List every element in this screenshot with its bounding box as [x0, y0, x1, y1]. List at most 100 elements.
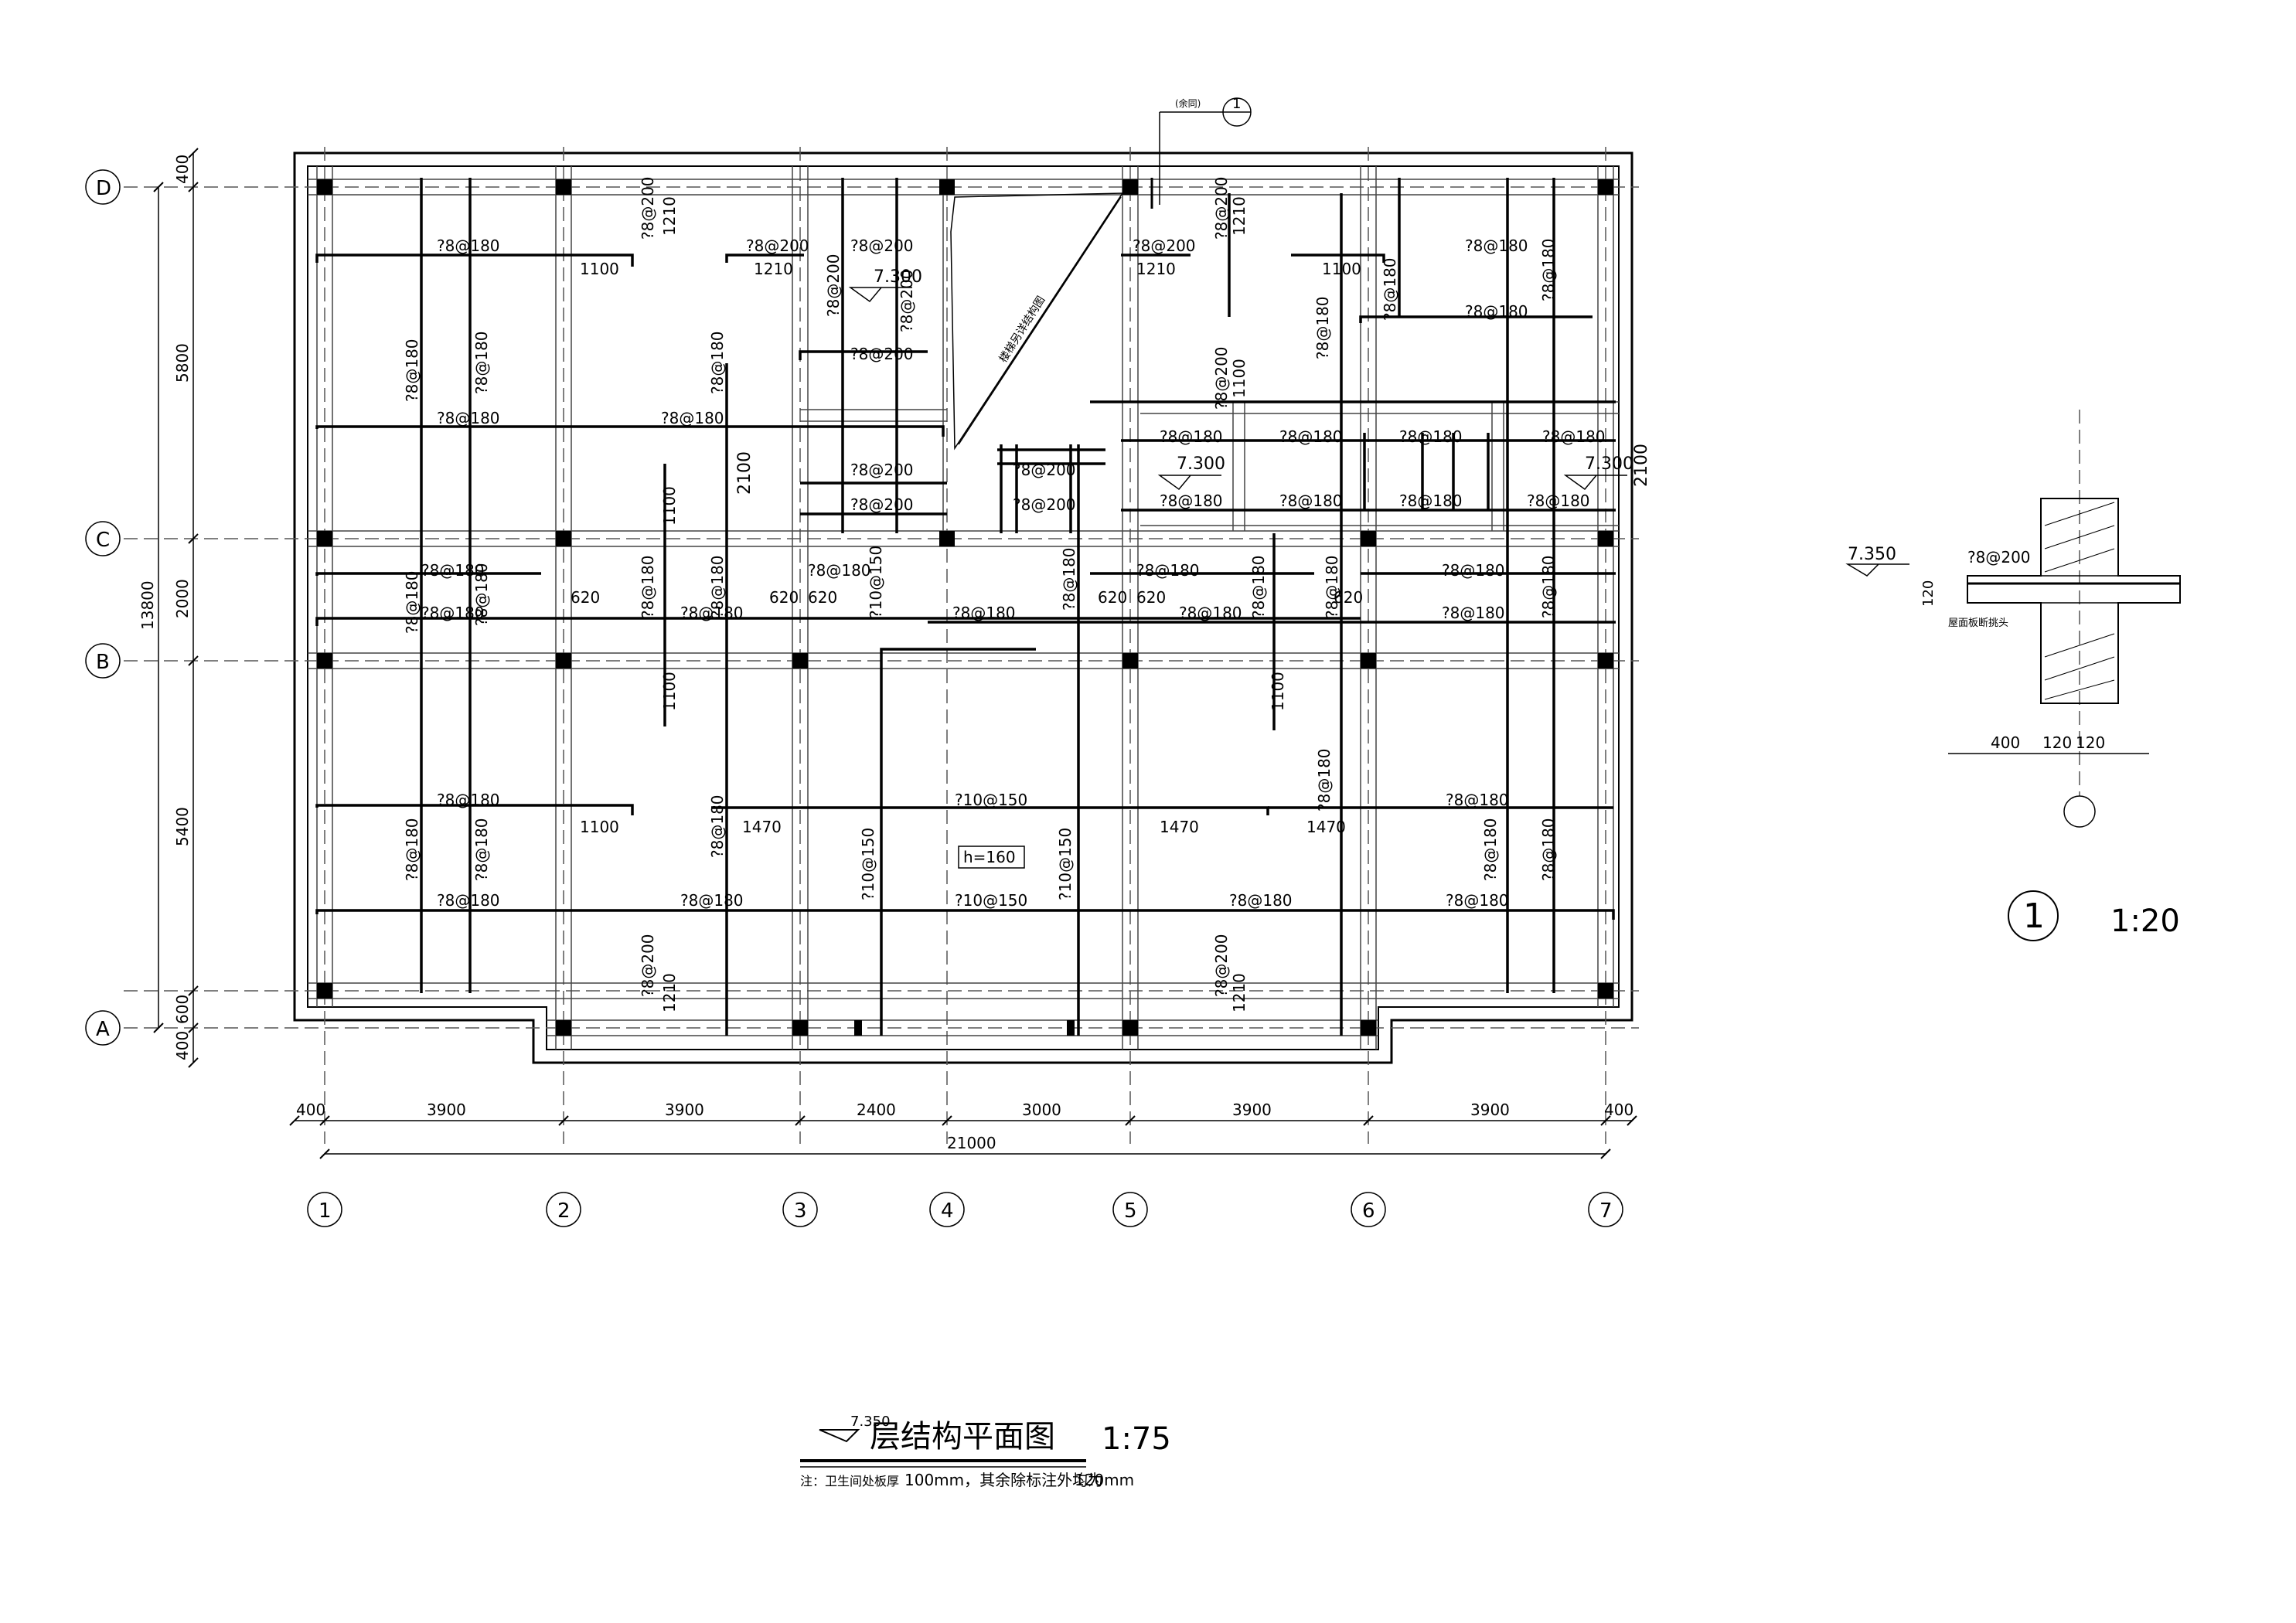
length-label: 1100	[580, 260, 619, 278]
detail-dim: 120	[2042, 733, 2072, 752]
dim-label: 3900	[1470, 1101, 1510, 1119]
rebar-label: ?8@180	[1399, 427, 1463, 446]
rebar-label: ?8@180	[1315, 748, 1334, 812]
length-label: 1210	[754, 260, 793, 278]
svg-text:6: 6	[1362, 1199, 1375, 1223]
length-label: 1470	[1306, 818, 1346, 836]
rebar-label: ?8@200	[1013, 495, 1076, 514]
section-callout: 1 (余同)	[1150, 96, 1252, 209]
rebar-label: ?8@180	[1527, 492, 1590, 510]
length-label: 1210	[1230, 973, 1248, 1012]
rebar-label: ?8@180	[1279, 492, 1343, 510]
dim-label: 3900	[427, 1101, 466, 1119]
rebar-label: ?8@180	[472, 563, 491, 626]
dim-label: 5800	[173, 343, 192, 383]
detail-dim: 400	[1991, 733, 2020, 752]
rebar-label: ?8@180	[1179, 604, 1242, 622]
elevation-marker: 7.300	[1563, 454, 1633, 491]
rebar-label: ?8@180	[403, 818, 421, 881]
svg-text:7: 7	[1599, 1199, 1613, 1223]
rebar-label: ?8@180	[639, 555, 657, 618]
svg-text:B: B	[96, 651, 110, 674]
rebar-labels: ?8@180 ?8@180 ?8@180 ?8@200 ?8@200 ?8@20…	[403, 176, 1606, 997]
detail-elevation: 7.350	[1848, 545, 1896, 564]
elevation-marker: 7.300	[848, 267, 922, 303]
rebar-label: ?8@200	[1212, 934, 1231, 997]
rebar-label: ?8@200	[898, 269, 916, 332]
length-label: 2100	[735, 451, 755, 495]
beams	[308, 166, 1619, 1050]
svg-text:7.300: 7.300	[1585, 454, 1633, 474]
rebar-label: ?8@180	[472, 331, 491, 394]
stair-note: 楼梯另详结构图	[997, 294, 1048, 366]
length-label: 620	[1136, 588, 1166, 607]
rebar-label: ?8@180	[661, 409, 724, 427]
length-label: 1210	[660, 196, 679, 236]
length-label: 1100	[580, 818, 619, 836]
rebar-label: ?8@180	[1313, 296, 1332, 359]
rebar-label: ?8@200	[639, 176, 657, 240]
svg-text:4: 4	[941, 1199, 954, 1223]
svg-text:A: A	[96, 1018, 110, 1041]
slab-thickness-tag: h=160	[958, 846, 1025, 869]
rebar-label: ?8@180	[1539, 818, 1558, 881]
title-elevation: 7.350	[850, 1414, 891, 1430]
rebar-lines	[315, 178, 1616, 1036]
rebar-label: ?8@180	[421, 561, 485, 580]
detail-thickness: 120	[1920, 580, 1937, 607]
length-label: 620	[1098, 588, 1127, 607]
rebar-label: ?10@150	[867, 546, 885, 618]
length-label: 1100	[1322, 260, 1361, 278]
rebar-label: ?8@200	[1212, 346, 1231, 410]
title-note-a: 注：卫生间处板厚	[800, 1474, 899, 1489]
dim-total: 13800	[138, 580, 157, 630]
rebar-label: ?8@180	[680, 891, 744, 910]
rebar-label: ?8@180	[1323, 555, 1341, 618]
svg-text:5: 5	[1124, 1199, 1137, 1223]
rebar-label: ?8@180	[1249, 555, 1268, 618]
rebar-label: ?8@180	[1446, 891, 1509, 910]
building-outline	[293, 151, 1633, 1064]
length-label: 1470	[742, 818, 782, 836]
rebar-label: ?8@180	[1446, 791, 1509, 809]
rebar-label: ?8@180	[437, 236, 500, 255]
rebar-label: ?8@180	[1399, 492, 1463, 510]
rebar-label: ?8@180	[1542, 427, 1606, 446]
rebar-label: ?10@150	[859, 828, 877, 900]
rebar-label: ?8@180	[1481, 818, 1500, 881]
dim-label: 400	[173, 1031, 192, 1060]
rebar-label: ?8@180	[708, 331, 727, 394]
rebar-label: ?8@200	[746, 236, 809, 255]
rebar-label: ?8@200	[850, 495, 914, 514]
svg-text:7.300: 7.300	[874, 267, 922, 287]
title-note-c: 120mm	[1075, 1471, 1134, 1489]
rebar-label: ?8@200	[850, 236, 914, 255]
dim-label: 400	[173, 155, 192, 184]
bottom-dimensions: 400 3900 3900 2400 3000 3900 3900 400 21…	[289, 1101, 1637, 1159]
length-label: 1100	[660, 672, 679, 711]
inner-outline	[307, 165, 1620, 1050]
dim-label: 3900	[665, 1101, 704, 1119]
rebar-label: ?10@150	[955, 791, 1027, 809]
rebar-label: ?8@180	[437, 891, 500, 910]
dim-total: 21000	[947, 1134, 996, 1152]
elevation-markers: 7.300 7.300 7.300	[848, 267, 1633, 491]
length-label: 620	[1334, 588, 1363, 607]
rebar-label: ?8@180	[1539, 555, 1558, 618]
rebar-label: ?8@180	[708, 555, 727, 618]
rebar-label: ?8@180	[1381, 257, 1399, 321]
left-dimensions: 400 5800 2000 5400 600 400 13800	[138, 148, 199, 1068]
rebar-label: ?8@180	[437, 791, 500, 809]
length-label: 1100	[660, 486, 679, 526]
rebar-label: ?8@180	[437, 409, 500, 427]
axis-bubbles-number: 1 2 3 4 5 6 7	[307, 1192, 1623, 1227]
rebar-label: ?8@180	[1279, 427, 1343, 446]
rebar-label: ?10@150	[955, 891, 1027, 910]
length-label: 620	[808, 588, 837, 607]
title-note-b: 100mm，其余除标注外均为	[904, 1471, 1103, 1489]
columns	[317, 179, 1613, 1036]
length-label: 2100	[1632, 444, 1651, 487]
rebar-label: ?8@180	[1060, 547, 1078, 611]
rebar-label: ?8@180	[808, 561, 871, 580]
